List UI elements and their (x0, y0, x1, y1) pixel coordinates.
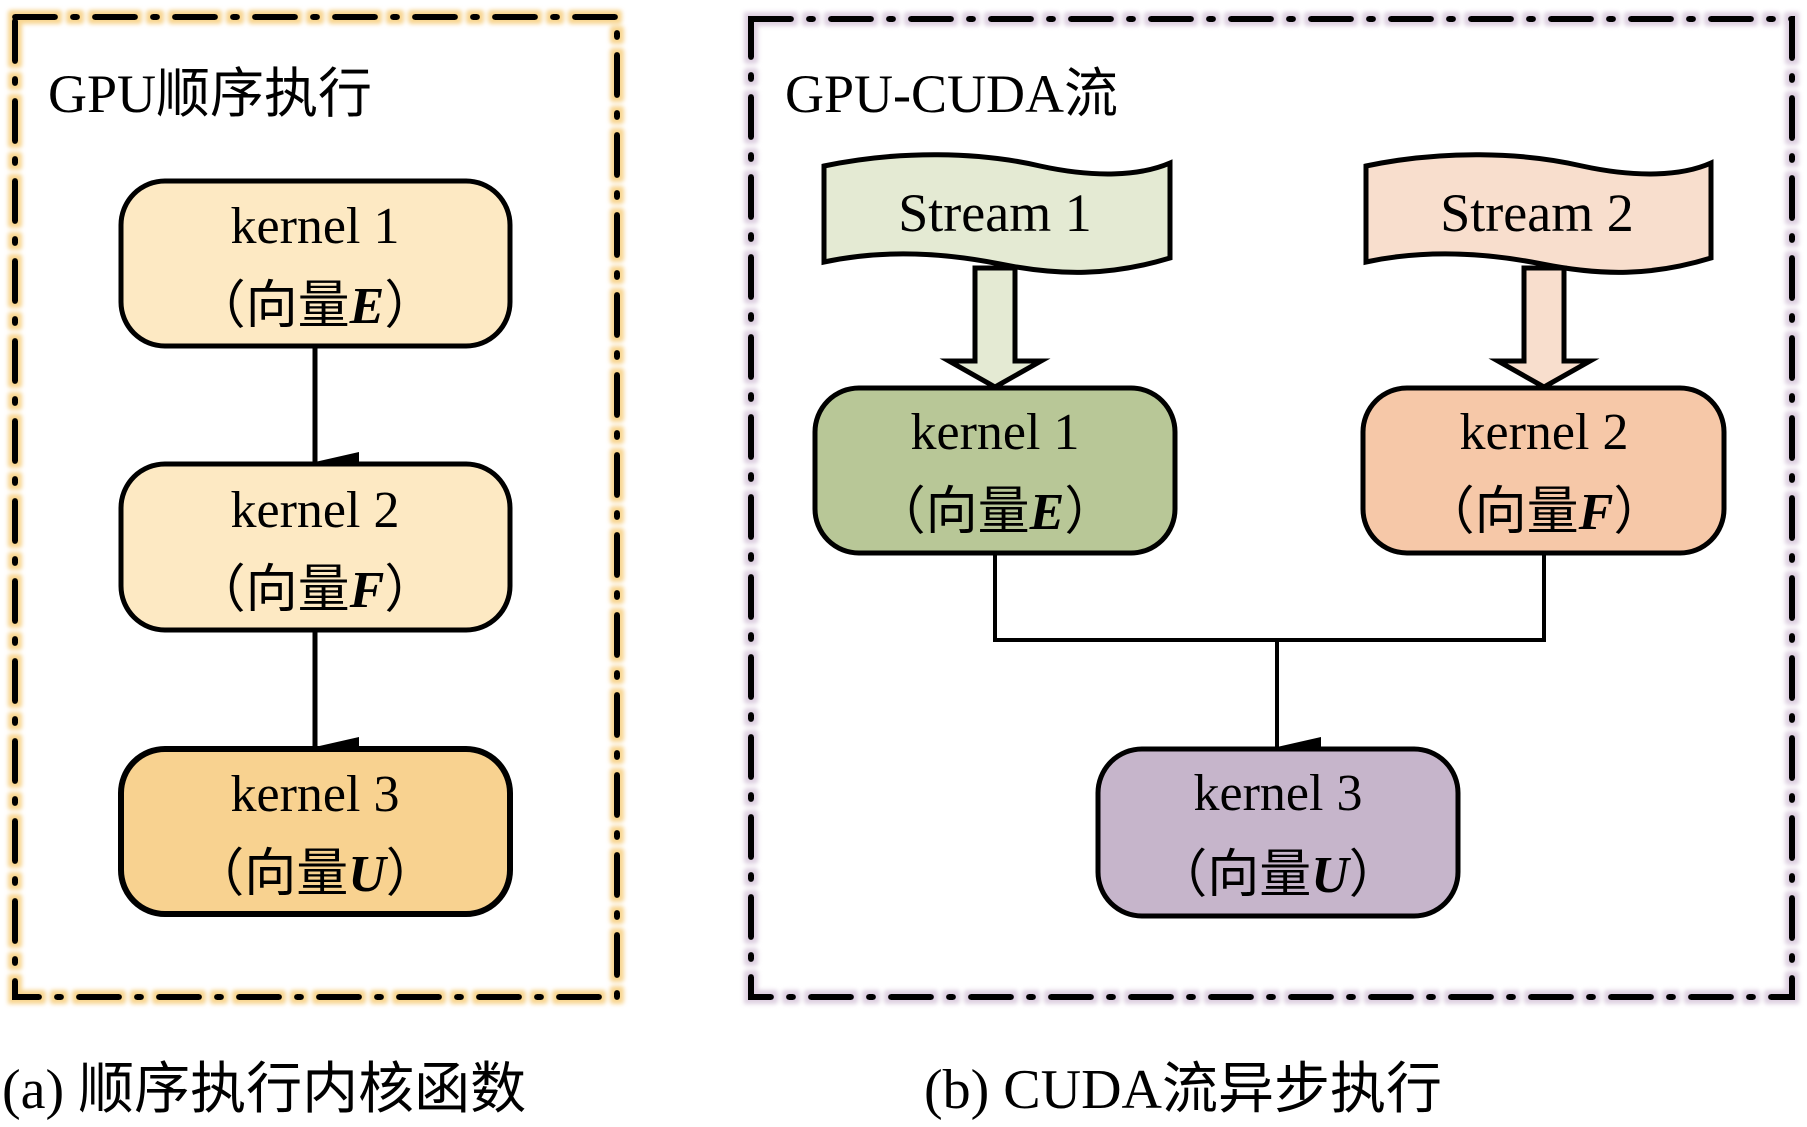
panel-a-kernel-3: kernel 3 （向量U） (118, 746, 513, 917)
panel-a-kernel-2: kernel 2 （向量F） (118, 461, 513, 633)
stream-2-banner: Stream 2 (1363, 152, 1714, 275)
kernel-vector: （向量U） (1155, 847, 1401, 904)
kernel-name: kernel 3 (231, 766, 400, 823)
kernel-name: kernel 2 (231, 482, 400, 539)
kernel-vector: （向量F） (1423, 484, 1666, 541)
stream-label: Stream 2 (1440, 183, 1633, 243)
stream-2-block-arrow (1488, 265, 1600, 390)
merge-connector (993, 553, 1546, 642)
panel-b-title: GPU-CUDA流 (785, 64, 1118, 124)
panel-b-caption: (b) CUDA流异步执行 (924, 1059, 1442, 1121)
stream-label: Stream 1 (898, 183, 1091, 243)
kernel-vector: （向量E） (874, 484, 1117, 541)
kernel-box (1095, 746, 1461, 919)
kernel-name: kernel 3 (1194, 765, 1363, 822)
kernel-name: kernel 1 (231, 198, 400, 255)
panel-b-kernel-3: kernel 3 （向量U） (1095, 746, 1461, 919)
panel-b-kernel-2: kernel 2 （向量F） (1360, 385, 1727, 556)
panel-a-frame (12, 14, 620, 1000)
stream-1-banner: Stream 1 (821, 152, 1173, 275)
kernel-name: kernel 1 (911, 404, 1080, 461)
panel-a-kernel-1: kernel 1 （向量E） (118, 178, 513, 349)
kernel-name: kernel 2 (1460, 404, 1629, 461)
stream-1-block-arrow (939, 265, 1051, 390)
banner-shape (821, 152, 1173, 275)
panel-b-kernel-1: kernel 1 （向量E） (812, 385, 1178, 556)
panel-b: GPU-CUDA流 Stream 1 Stream 2 kernel 1 （向量… (748, 16, 1795, 1121)
kernel-vector: （向量U） (192, 846, 438, 903)
panel-b-frame (748, 16, 1795, 1000)
panel-a-title: GPU顺序执行 (48, 64, 372, 124)
kernel-box (118, 746, 513, 917)
kernel-vector: （向量F） (194, 562, 437, 619)
kernel-vector: （向量E） (194, 278, 437, 335)
panel-a-caption: (a) 顺序执行内核函数 (2, 1059, 526, 1121)
banner-shape (1363, 152, 1714, 275)
panel-a: GPU顺序执行 kernel 1 （向量E） kernel 2 （向量F） ke… (2, 14, 620, 1121)
